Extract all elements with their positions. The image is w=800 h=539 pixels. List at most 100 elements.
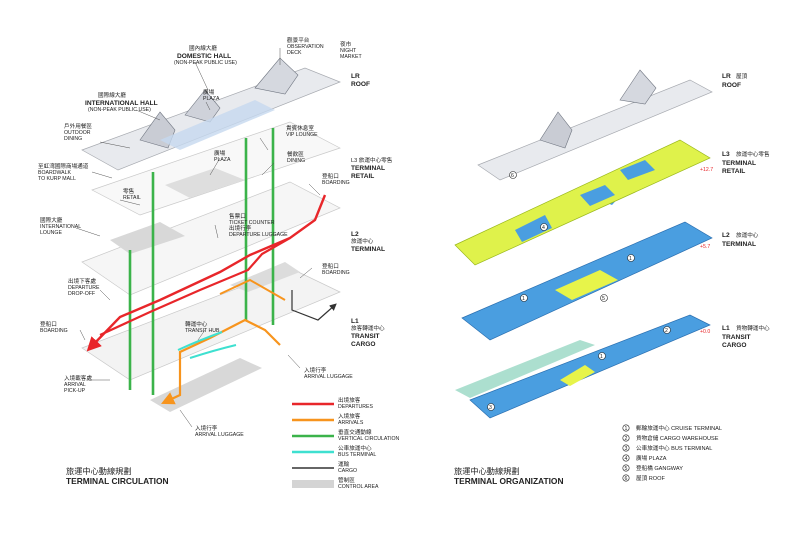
legend-bus-cn: 公車旅運中心 <box>338 444 372 452</box>
arrivals-route <box>161 318 281 405</box>
transit-cn: 轉運中心 <box>185 320 208 328</box>
right-title-en: TERMINAL ORGANIZATION <box>454 476 564 486</box>
roof-sail-2 <box>184 89 221 123</box>
left-level-terminal: TERMINAL <box>351 165 385 172</box>
boarding-l3-cn: 登船口 <box>322 172 339 180</box>
r-level-l3: L3 <box>722 151 730 158</box>
legend-4-text: 廣場 PLAZA <box>636 454 667 462</box>
circulation-labels: 國內線大廳 DOMESTIC HALL (NON-PEAK PUBLIC USE… <box>38 36 393 438</box>
intl-cn: 國際線大廳 <box>98 91 126 99</box>
r-level-l2-terminal: TERMINAL <box>722 241 756 248</box>
legend-3-dot <box>622 444 630 452</box>
left-level-l2-terminal: TERMINAL <box>351 246 385 253</box>
departures-route-2 <box>99 237 291 336</box>
legend-2-text: 貨物倉儲 CARGO WAREHOUSE <box>636 434 719 442</box>
r-roof-sail-2 <box>619 69 657 105</box>
retail-cn: 零售 <box>123 187 135 195</box>
legend-vertical-cn: 垂直交通動線 <box>338 428 372 436</box>
r-level-l1-cn: 貨物轉運中心 <box>736 324 770 332</box>
domestic-cn: 國內線大廳 <box>189 44 217 52</box>
plaza-top-en: PLAZA <box>203 96 220 102</box>
r-level-terminal: TERMINAL <box>722 160 756 167</box>
organization-level-labels: LR 屋頂 ROOF L3 旅運中心零售 TERMINAL RETAIL +12… <box>700 73 770 349</box>
domestic-en: DOMESTIC HALL <box>177 53 231 60</box>
marker-cruise-l2b <box>627 254 635 262</box>
left-level-retail: RETAIL <box>351 173 374 180</box>
arrival-pick-en1: ARRIVAL <box>64 382 86 388</box>
legend-6-dot <box>622 474 630 482</box>
r-l1-plaza <box>560 365 595 386</box>
observation-en1: OBSERVATION <box>287 44 324 50</box>
r-level-l2-elev: +5.7 <box>700 244 710 250</box>
left-level-lr: LR <box>351 73 360 80</box>
legend-vertical-en: VERTICAL CIRCULATION <box>338 436 400 442</box>
r-roof-slab <box>477 79 713 181</box>
legend-control-cn: 管制區 <box>338 476 355 484</box>
marker-cruise-l1-num: 1 <box>600 354 603 360</box>
boardwalk-en2: TO KURP MALL <box>38 176 76 182</box>
legend-cargo-cn: 運輸 <box>338 460 350 468</box>
plaza-mid-cn: 廣場 <box>214 149 226 157</box>
legend-3-num: 3 <box>625 446 628 452</box>
outdoor-en1: OUTDOOR <box>64 130 91 136</box>
circulation-legend: 出境旅客 DEPARTURES 入境旅客 ARRIVALS 垂直交通動線 VER… <box>292 396 400 490</box>
night-en2: MARKET <box>340 54 362 60</box>
r-level-lr: LR <box>722 73 731 80</box>
dropoff-en1: DEPARTURE <box>68 285 100 291</box>
l2-slab <box>81 181 341 296</box>
vip-cn: 貴賓休息室 <box>286 124 314 132</box>
marker-cruise-l2-num: 1 <box>522 296 525 302</box>
marker-plaza-l3 <box>540 223 548 231</box>
l2-control-area-2 <box>230 262 300 292</box>
plaza-top-cn: 廣場 <box>203 88 215 96</box>
left-level-l2-cn: 旅運中心 <box>351 237 374 245</box>
r-level-lr-cn: 屋頂 <box>736 73 748 80</box>
lounge-en2: LOUNGE <box>40 230 62 236</box>
roof-skylight <box>160 100 275 150</box>
left-title-en: TERMINAL CIRCULATION <box>66 476 169 486</box>
outdoor-en2: DINING <box>64 136 82 142</box>
legend-1-text: 郵輪旅運中心 CRUISE TERMINAL <box>636 424 722 432</box>
legend-1-num: 1 <box>625 426 628 432</box>
marker-bus <box>487 403 495 411</box>
r-level-l2: L2 <box>722 232 730 239</box>
dropoff-en2: DROP-OFF <box>68 291 95 297</box>
bus-terminal-route <box>177 331 223 351</box>
marker-cargo <box>663 326 671 334</box>
marker-cruise-l2b-num: 1 <box>629 256 632 262</box>
left-level-roof: ROOF <box>351 81 370 88</box>
r-level-retail: RETAIL <box>722 168 745 175</box>
r-level-l2-cn: 旅運中心 <box>736 231 759 239</box>
marker-cruise-l2 <box>520 294 528 302</box>
night-en1: NIGHT <box>340 48 357 54</box>
marker-roof-num: 6 <box>511 173 514 179</box>
legend-departures-en: DEPARTURES <box>338 404 374 410</box>
vip-en: VIP LOUNGE <box>286 132 318 138</box>
marker-plaza-l3-num: 4 <box>542 225 545 231</box>
boarding-l1-cn: 登船口 <box>40 320 57 328</box>
legend-3-text: 公車旅運中心 BUS TERMINAL <box>636 444 712 452</box>
legend-6-num: 6 <box>625 476 628 482</box>
r-l1-slab <box>469 314 711 419</box>
marker-gangway-num: 5 <box>602 296 605 302</box>
cargo-route <box>291 290 337 321</box>
organization-legend: 1 郵輪旅運中心 CRUISE TERMINAL 2 貨物倉儲 CARGO WA… <box>622 424 722 482</box>
outdoor-cn: 戶外用餐區 <box>64 122 92 130</box>
night-cn: 夜市 <box>340 40 352 48</box>
boarding-l1-en: BOARDING <box>40 328 68 334</box>
legend-5-num: 5 <box>625 466 628 472</box>
boarding-l2-en: BOARDING <box>322 270 350 276</box>
deplug-cn: 出境行李 <box>229 224 252 232</box>
legend-2-num: 2 <box>625 436 628 442</box>
dropoff-cn: 出境下客處 <box>68 277 96 285</box>
boardwalk-en1: BOARDWALK <box>38 170 71 176</box>
legend-control-swatch <box>292 480 334 488</box>
deplug-en: DEPARTURE LUGGAGE <box>229 232 288 238</box>
arrivals-route-2 <box>219 278 286 301</box>
arrival-pick-en2: PICK-UP <box>64 388 86 394</box>
roof-sail-3 <box>254 57 299 95</box>
arrival-lug-en: ARRIVAL LUGGAGE <box>195 432 244 438</box>
ticket-cn: 售票口 <box>229 212 246 220</box>
right-title-cn: 旅運中心動線規劃 <box>454 466 520 476</box>
